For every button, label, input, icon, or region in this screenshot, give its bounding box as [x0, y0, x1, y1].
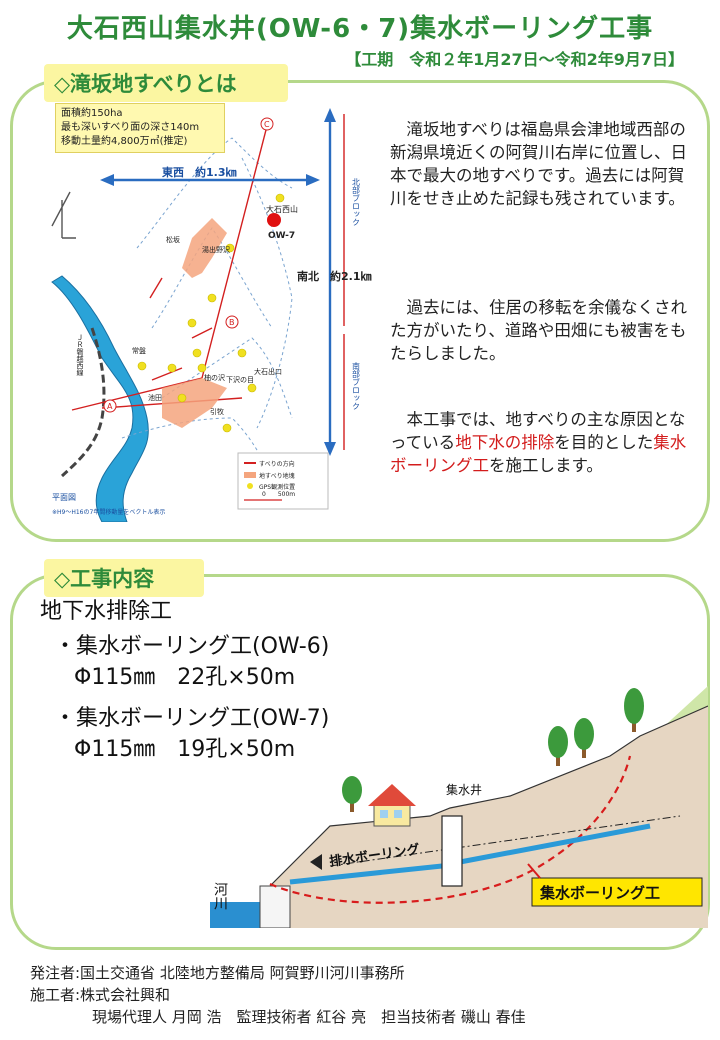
landslide-description: 滝坂地すべりは福島県会津地域西部の新潟県境近くの阿賀川右岸に位置し、日本で最大の…: [390, 120, 687, 208]
map-ew-label: 東西 約1.3㎞: [162, 165, 237, 179]
map-jr-label: ＪＲ磐越西線: [76, 334, 84, 376]
map-south-block: 南部ブロック: [352, 361, 361, 410]
contractor: 施工者:株式会社興和: [30, 986, 171, 1004]
tree-icons: [342, 688, 644, 812]
house-icon: [368, 784, 416, 827]
work-item-ow7: ・集水ボーリング工(OW-7): [54, 706, 330, 731]
cross-section-diagram: 河川 集水井 排水ボーリング 集水ボーリング工: [210, 686, 708, 928]
work-type: 地下水排除工: [40, 599, 173, 624]
map-jobo-label: 常盤: [132, 346, 146, 355]
work-spec-ow6: Φ115㎜ 22孔×50m: [74, 665, 296, 690]
construction-period: 【工期 令和２年1月27日～令和2年9月7日】: [345, 50, 684, 69]
works-list: 地下水排除工 ・集水ボーリング工(OW-6) Φ115㎜ 22孔×50m ・集水…: [40, 596, 329, 765]
purpose-description: 本工事では、地すべりの主な原因となっている地下水の排除を目的とした集水ボーリング…: [390, 410, 687, 475]
collection-well: [441, 815, 463, 887]
map-ike-label: 池田: [148, 393, 162, 402]
ow7-marker: [267, 213, 281, 227]
section-heading-works: ◇工事内容: [44, 559, 204, 597]
drainage-boring: [289, 863, 443, 885]
map-tonosawa-label: 柚の沢: [204, 373, 225, 382]
river-label: 河川: [212, 882, 228, 910]
groundwater-line: [329, 815, 681, 867]
map-legend-scale: 0 500m: [262, 491, 295, 498]
map-legend-direction: すべりの方向: [259, 460, 295, 468]
map-note: ※H9～H16の7年間移動量をベクトル表示: [52, 508, 165, 516]
footer: 発注者:国土交通省 北陸地方整備局 阿賀野川河川事務所 施工者:株式会社興和 現…: [30, 962, 526, 1028]
map-legend-mass: 地すべり地塊: [259, 472, 295, 480]
railway-line: [60, 327, 106, 478]
map-hikimaki-label: 引牧: [210, 407, 224, 416]
map-shimosawa-label: 下沢の目: [226, 375, 254, 384]
map-ns-label: 南北 約2.1㎞: [297, 269, 372, 283]
landslide-map: 東西 約1.3㎞ 南北 約2.1㎞ 大石西山 OW-7 松坂 湯出野沢 常盤 池…: [51, 108, 372, 522]
map-point-c: C: [264, 120, 270, 129]
stat-volume: 移動土量約4,800万㎥(推定): [61, 136, 188, 147]
map-point-b: B: [229, 318, 235, 327]
map-oishi-deguchi-label: 大石出口: [254, 367, 282, 376]
well-label: 集水井: [446, 782, 482, 797]
work-spec-ow7: Φ115㎜ 19孔×50m: [74, 737, 296, 762]
boring-label: 集水ボーリング工: [539, 884, 660, 902]
slip-surface: [269, 755, 632, 904]
orderer: 発注者:国土交通省 北陸地方整備局 阿賀野川河川事務所: [30, 964, 405, 982]
map-ow7-label: OW-7: [268, 231, 295, 241]
map-point-a: A: [107, 402, 113, 411]
page-title: 大石西山集水井(OW-6・7)集水ボーリング工事: [66, 14, 654, 44]
highlight-boring: 集水ボーリング工: [390, 433, 687, 475]
slide-mass-south: [162, 378, 227, 428]
damage-description: 過去には、住居の移転を余儀なくされた方がいたり、道路や田畑にも被害をもたらしまし…: [390, 298, 687, 363]
stat-depth: 最も深いすべり面の深さ140m: [61, 122, 200, 133]
map-legend-gps: GPS観測位置: [259, 483, 295, 491]
slide-mass-north: [182, 218, 227, 278]
staff: 現場代理人 月岡 浩 監理技術者 紅谷 亮 担当技術者 磯山 春佳: [92, 1008, 526, 1026]
collection-boring: [459, 823, 651, 865]
map-north-block: 北部ブロック: [352, 178, 361, 226]
river-shape: [51, 275, 149, 522]
stat-area: 面積約150ha: [61, 108, 123, 119]
map-yude-label: 湯出野沢: [202, 245, 230, 254]
highlight-groundwater: 地下水の排除: [455, 433, 555, 452]
north-symbol: [51, 191, 76, 239]
section-heading-landslide: ◇滝坂地すべりとは: [44, 64, 288, 102]
map-plan-label: 平面図: [52, 493, 76, 502]
map-oishi-label: 大石西山: [266, 204, 298, 214]
map-matsuzaka-label: 松坂: [166, 235, 180, 244]
landslide-stats: 面積約150ha 最も深いすべり面の深さ140m 移動土量約4,800万㎥(推定…: [55, 103, 225, 153]
work-item-ow6: ・集水ボーリング工(OW-6): [54, 634, 330, 659]
